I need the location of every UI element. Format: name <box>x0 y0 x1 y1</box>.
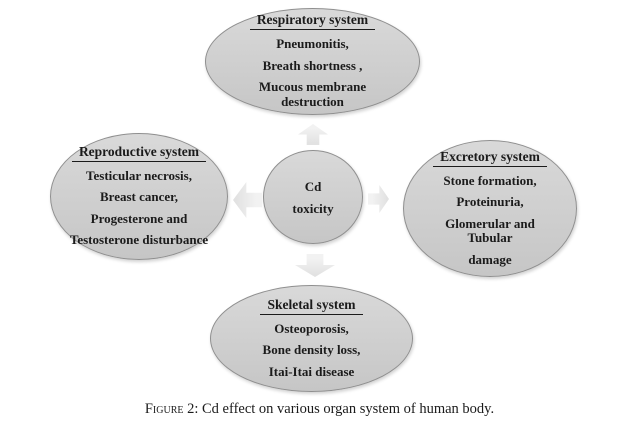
arrow-left-icon <box>233 182 262 218</box>
arrow-up-icon <box>298 124 328 145</box>
node-effect-item: Progesterone and <box>90 210 188 226</box>
node-title: Excretory system <box>433 149 547 167</box>
figure-caption-text: Cd effect on various organ system of hum… <box>202 401 495 417</box>
node-title: Reproductive system <box>71 144 207 162</box>
center-node-line: toxicity <box>292 200 334 216</box>
node-excretory-system: Excretory system Stone formation, Protei… <box>403 140 577 277</box>
arrow-down-icon <box>295 254 335 277</box>
node-effect-item: Glomerular and Tubular <box>445 215 535 246</box>
node-title-text: Reproductive system <box>71 144 207 162</box>
node-effect-item: Breath shortness , <box>262 57 363 73</box>
node-effect-item: Stone formation, <box>443 172 537 188</box>
center-node-line: Cd <box>304 178 322 194</box>
node-title: Respiratory system <box>249 13 376 31</box>
node-effect-item: Osteoporosis, <box>274 320 349 336</box>
node-title-text: Respiratory system <box>249 13 376 31</box>
figure-caption-label: Figure 2: <box>144 401 199 417</box>
node-effect-item: Testicular necrosis, <box>86 167 192 183</box>
node-title-text: Skeletal system <box>260 297 363 315</box>
arrow-right-icon <box>368 185 389 213</box>
node-effect-item: Testosterone disturbance <box>69 232 209 248</box>
node-effect-item: damage <box>468 251 512 267</box>
node-title: Skeletal system <box>260 297 363 315</box>
node-respiratory-system: Respiratory system Pneumonitis, Breath s… <box>205 8 420 115</box>
figure-caption: Figure 2: Cd effect on various organ sys… <box>0 401 639 418</box>
node-effect-item: Bone density loss, <box>262 342 361 358</box>
node-effect-item: Mucous membrane destruction <box>258 79 367 109</box>
node-effect-item: Proteinuria, <box>456 194 524 210</box>
node-effect-item: Itai-Itai disease <box>268 363 355 379</box>
node-title-text: Excretory system <box>433 149 547 167</box>
node-reproductive-system: Reproductive system Testicular necrosis,… <box>50 133 228 260</box>
node-effect-item: Pneumonitis, <box>276 36 349 52</box>
node-effect-item: Breast cancer, <box>100 189 178 205</box>
node-cd-toxicity: Cd toxicity <box>263 150 363 244</box>
node-skeletal-system: Skeletal system Osteoporosis, Bone densi… <box>210 285 413 392</box>
